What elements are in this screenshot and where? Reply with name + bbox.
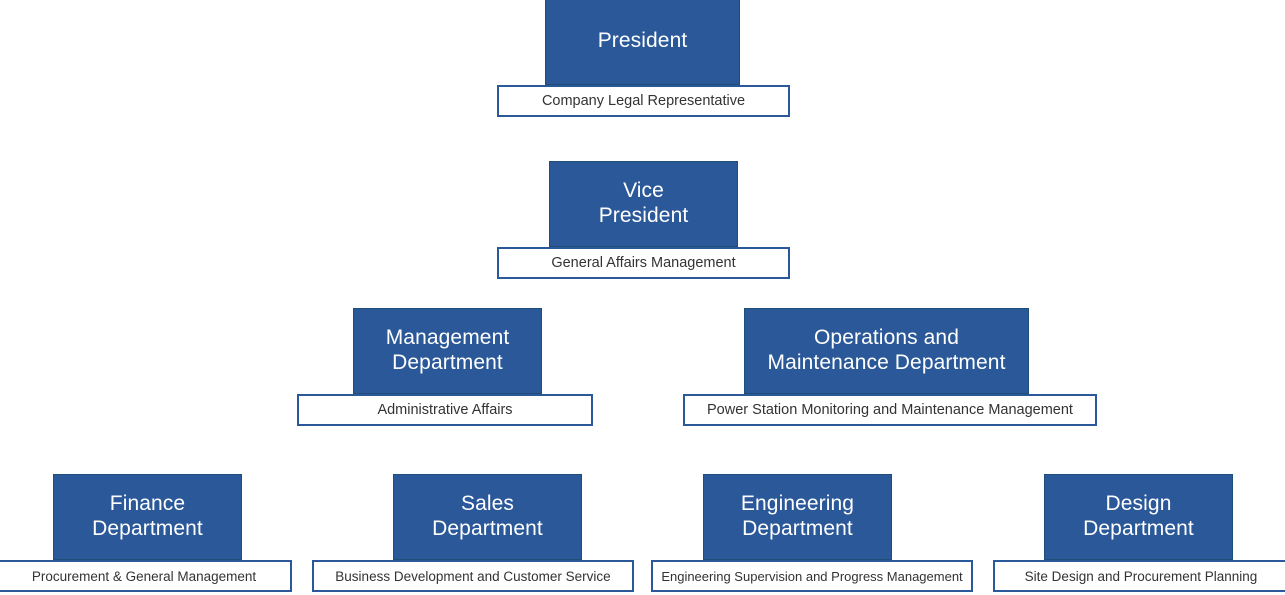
node-finance-department-header[interactable]: Finance Department — [53, 474, 242, 560]
node-president-caption[interactable]: Company Legal Representative — [497, 85, 790, 117]
node-sales-department-caption[interactable]: Business Development and Customer Servic… — [312, 560, 634, 592]
node-design-department-caption[interactable]: Site Design and Procurement Planning — [993, 560, 1285, 592]
node-finance-department-caption[interactable]: Procurement & General Management — [0, 560, 292, 592]
node-engineering-department-header[interactable]: Engineering Department — [703, 474, 892, 560]
node-vice-president-caption[interactable]: General Affairs Management — [497, 247, 790, 279]
node-engineering-department-caption[interactable]: Engineering Supervision and Progress Man… — [651, 560, 973, 592]
node-management-department-header[interactable]: Management Department — [353, 308, 542, 394]
node-vice-president-header[interactable]: Vice President — [549, 161, 738, 247]
node-sales-department-header[interactable]: Sales Department — [393, 474, 582, 560]
node-operations-maintenance-department-caption[interactable]: Power Station Monitoring and Maintenance… — [683, 394, 1097, 426]
node-management-department-caption[interactable]: Administrative Affairs — [297, 394, 593, 426]
node-design-department-header[interactable]: Design Department — [1044, 474, 1233, 560]
node-operations-maintenance-department-header[interactable]: Operations and Maintenance Department — [744, 308, 1029, 394]
node-president-header[interactable]: President — [545, 0, 740, 85]
